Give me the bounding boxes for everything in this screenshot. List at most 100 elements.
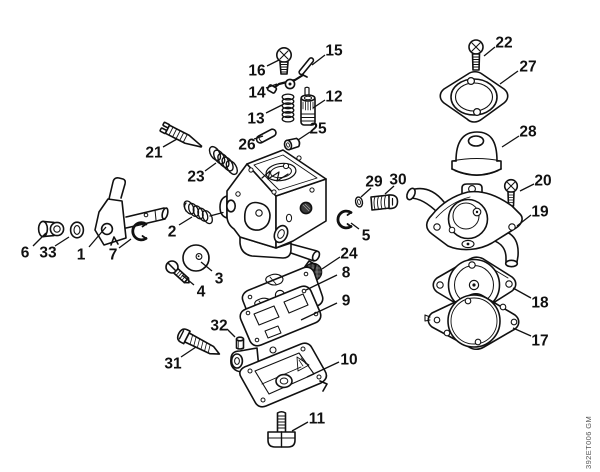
callout-18: 18	[531, 295, 549, 312]
part-33-washer-ring	[69, 221, 85, 239]
callout-19: 19	[531, 204, 549, 221]
part-11-screw	[267, 410, 296, 448]
callout-5: 5	[362, 228, 371, 245]
part-22-screw	[468, 39, 484, 71]
parts-layer	[37, 39, 523, 448]
callout-11: 11	[309, 411, 326, 428]
part-20-screw	[503, 178, 519, 207]
leader-line-4	[181, 274, 195, 286]
leader-line-19	[516, 214, 532, 227]
leader-line-16	[266, 59, 280, 67]
callout-4: 4	[197, 284, 206, 301]
part-1-choke-shaft-lever	[94, 177, 169, 246]
callout-29: 29	[365, 174, 383, 191]
part-32-plug	[235, 336, 245, 350]
callout-1: 1	[77, 247, 86, 264]
part-15-pin	[298, 57, 315, 76]
leader-line-7	[118, 238, 132, 249]
leader-line-5	[350, 222, 360, 230]
leader-line-8	[305, 274, 338, 291]
part-19-fuel-pump-body	[406, 183, 523, 268]
part-9-gasket	[239, 285, 322, 347]
leader-line-13	[265, 104, 283, 114]
leader-line-3	[200, 261, 213, 272]
leader-line-33	[54, 236, 70, 247]
callout-31: 31	[164, 356, 182, 373]
callout-15: 15	[325, 43, 343, 60]
leader-line-25	[297, 131, 311, 141]
callout-20: 20	[534, 173, 551, 190]
part-carburetor-body	[219, 149, 327, 262]
callout-21: 21	[145, 145, 163, 162]
part-14-metering-lever	[266, 73, 308, 94]
part-27-gasket	[439, 70, 509, 123]
callout-28: 28	[519, 124, 537, 141]
callout-33: 33	[39, 245, 57, 262]
part-6-bushing	[37, 220, 65, 238]
leader-line-9	[300, 302, 338, 321]
callout-30: 30	[389, 172, 406, 189]
callout-13: 13	[247, 111, 265, 128]
part-17-gasket	[424, 292, 520, 351]
leader-line-17	[512, 327, 532, 337]
callout-6: 6	[21, 245, 30, 262]
leader-line-32	[226, 328, 236, 338]
part-31-screw	[176, 328, 221, 355]
leader-line-2	[178, 216, 193, 226]
part-13-spring	[281, 93, 295, 123]
callout-32: 32	[210, 318, 227, 335]
leader-line-22	[483, 46, 496, 57]
leader-line-27	[499, 70, 519, 85]
part-29-o-ring	[354, 196, 364, 208]
part-16-screw	[275, 46, 292, 75]
part-23-spring	[208, 145, 238, 176]
callout-27: 27	[519, 59, 536, 76]
callout-17: 17	[531, 333, 548, 350]
leader-line-1	[88, 226, 107, 248]
part-30-valve-plug	[370, 194, 399, 211]
leader-line-6	[32, 232, 47, 247]
part-5-e-clip	[336, 209, 353, 230]
leader-line-12	[312, 99, 326, 109]
leader-line-24	[321, 256, 341, 270]
part-10-pump-cover	[230, 342, 328, 408]
leader-line-10	[306, 361, 340, 378]
callout-10: 10	[340, 352, 357, 369]
leader-line-20	[519, 183, 535, 192]
part-4-screw	[165, 260, 190, 284]
leader-line-28	[501, 135, 520, 148]
leader-line-30	[384, 185, 395, 195]
callout-7: 7	[109, 247, 118, 264]
callout-12: 12	[325, 89, 342, 106]
leader-line-14	[265, 83, 278, 89]
callout-25: 25	[309, 121, 327, 138]
part-2-spring	[183, 200, 224, 225]
callout-24: 24	[340, 246, 358, 263]
callout-23: 23	[187, 169, 205, 186]
callout-26: 26	[238, 137, 256, 154]
leader-line-18	[512, 287, 532, 299]
leader-line-15	[311, 54, 326, 66]
callout-22: 22	[495, 35, 512, 52]
leader-line-26	[253, 135, 264, 140]
part-7-e-clip	[131, 221, 148, 242]
part-12-inlet-valve	[300, 86, 316, 126]
callout-8: 8	[342, 265, 351, 282]
part-21-adjusting-needle	[159, 121, 203, 148]
leader-line-21	[162, 138, 178, 148]
callout-14: 14	[248, 85, 266, 102]
callout-16: 16	[248, 63, 266, 80]
callout-3: 3	[215, 271, 224, 288]
part-28-primer-cup	[451, 131, 502, 176]
part-3-disc	[182, 244, 210, 272]
leader-line-29	[360, 187, 372, 198]
callout-2: 2	[168, 224, 177, 241]
part-25-plug-barrel	[283, 137, 301, 151]
leader-line-23	[204, 162, 217, 172]
leader-line-11	[291, 421, 309, 432]
leader-line-31	[180, 346, 197, 358]
drawing-code-text: 392ET006 GM	[584, 416, 593, 469]
